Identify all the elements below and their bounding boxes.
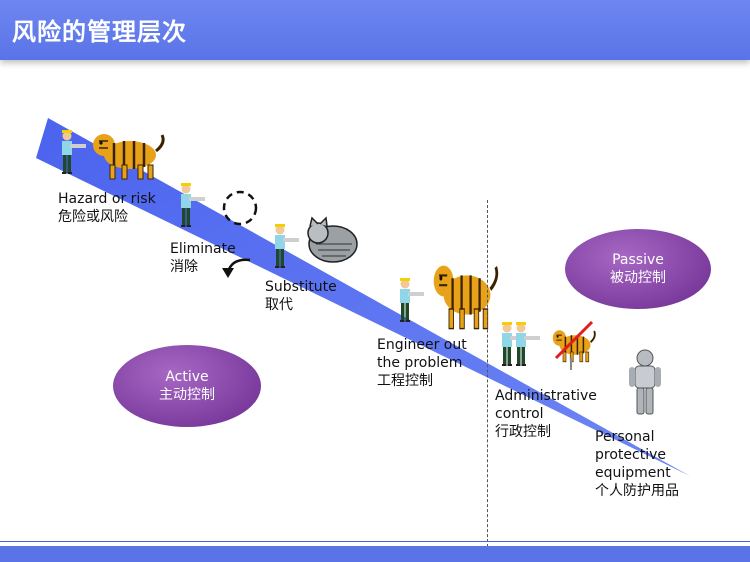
label-engineer: Engineer out the problem 工程控制 (377, 337, 467, 389)
armor-icon (629, 349, 661, 415)
dashed-circle-icon (222, 190, 258, 226)
curved-arrow-head-icon (222, 268, 234, 278)
passive-control-oval: Passive 被动控制 (565, 229, 711, 309)
passive-oval-zh: 被动控制 (610, 270, 666, 286)
label-eliminate: Eliminate 消除 (170, 241, 236, 275)
worker-icon (516, 322, 540, 366)
title-bar: 风险的管理层次 (0, 0, 750, 60)
cat-icon (307, 216, 358, 263)
label-administrative: Administrative control 行政控制 (495, 388, 597, 440)
footer-bar (0, 546, 750, 562)
active-passive-divider (487, 200, 488, 562)
prohibited-tiger-icon (551, 320, 596, 370)
active-oval-zh: 主动控制 (159, 387, 215, 403)
passive-oval-en: Passive (612, 252, 664, 268)
label-substitute: Substitute 取代 (265, 279, 337, 313)
active-oval-en: Active (165, 369, 209, 385)
label-ppe: Personal protective equipment 个人防护用品 (595, 429, 679, 499)
footer-line (0, 541, 750, 542)
slide-title: 风险的管理层次 (12, 18, 187, 46)
worker-icon (400, 278, 424, 322)
risk-wedge (36, 118, 690, 476)
label-hazard: Hazard or risk 危险或风险 (58, 191, 156, 225)
active-control-oval: Active 主动控制 (113, 345, 261, 427)
